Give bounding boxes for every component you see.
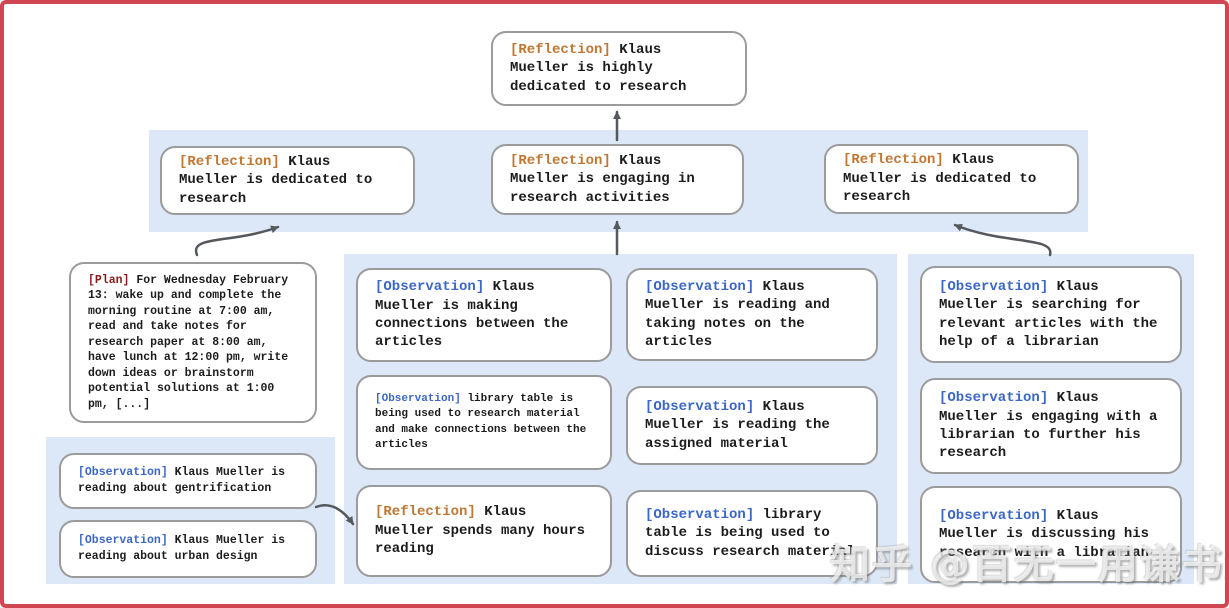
observation-tag: [Observation] [939,278,1049,295]
node-text: Klaus Mueller is discussing his research… [939,507,1150,561]
node-text: For Wednesday February 13: wake up and c… [88,273,289,411]
node-reflection-top: [Reflection] Klaus Mueller is highly ded… [491,31,747,106]
node-text: Klaus Mueller is dedicated to research [179,153,373,207]
node-text: Klaus Mueller is highly dedicated to res… [510,41,687,95]
node-text: Klaus Mueller is reading about gentrific… [78,466,286,495]
observation-tag: [Observation] [78,534,168,548]
node-text: Klaus Mueller is dedicated to research [843,152,1037,206]
reflection-tag: [Reflection] [843,152,944,169]
observation-tag: [Observation] [375,393,461,406]
node-text: Klaus Mueller is reading and taking note… [645,278,830,350]
node-observation-gentrification: [Observation] Klaus Mueller is reading a… [59,453,317,509]
node-text: library table is being used to research … [375,393,587,451]
node-text: Klaus Mueller is reading the assigned ma… [645,398,830,452]
node-text: Klaus Mueller is engaging with a librari… [939,390,1158,462]
node-reflection-hours-reading: [Reflection] Klaus Mueller spends many h… [356,485,612,577]
node-observation-urban-design: [Observation] Klaus Mueller is reading a… [59,520,317,578]
reflection-tag: [Reflection] [179,153,280,170]
observation-tag: [Observation] [78,466,168,480]
reflection-tag: [Reflection] [375,504,476,521]
observation-tag: [Observation] [645,506,755,523]
node-text: library table is being used to discuss r… [645,506,856,560]
reflection-tag: [Reflection] [510,152,611,169]
node-text: Klaus Mueller is reading about urban des… [78,534,286,563]
node-reflection-middle: [Reflection] Klaus Mueller is engaging i… [491,144,744,215]
observation-tag: [Observation] [939,507,1049,524]
node-observation-assigned-material: [Observation] Klaus Mueller is reading t… [626,386,878,465]
node-reflection-right: [Reflection] Klaus Mueller is dedicated … [824,144,1079,214]
observation-tag: [Observation] [645,278,755,295]
plan-tag: [Plan] [88,273,130,287]
node-observation-engaging-librarian: [Observation] Klaus Mueller is engaging … [920,378,1182,474]
observation-tag: [Observation] [375,279,485,296]
node-observation-taking-notes: [Observation] Klaus Mueller is reading a… [626,268,878,361]
observation-tag: [Observation] [645,398,755,415]
observation-tag: [Observation] [939,390,1049,407]
node-reflection-left: [Reflection] Klaus Mueller is dedicated … [160,146,415,215]
reflection-tag: [Reflection] [510,41,611,58]
node-text: Klaus Mueller is making connections betw… [375,279,569,351]
node-text: Klaus Mueller is searching for relevant … [939,278,1158,350]
node-observation-searching-articles: [Observation] Klaus Mueller is searching… [920,266,1182,363]
node-observation-library-table-discuss: [Observation] library table is being use… [626,490,878,577]
node-text: Klaus Mueller spends many hours reading [375,504,586,558]
node-plan: [Plan] For Wednesday February 13: wake u… [69,262,317,423]
node-text: Klaus Mueller is engaging in research ac… [510,152,695,206]
node-observation-making-connections: [Observation] Klaus Mueller is making co… [356,268,612,362]
node-observation-discussing-librarian: [Observation] Klaus Mueller is discussin… [920,486,1182,583]
node-observation-library-table-research: [Observation] library table is being use… [356,375,612,470]
